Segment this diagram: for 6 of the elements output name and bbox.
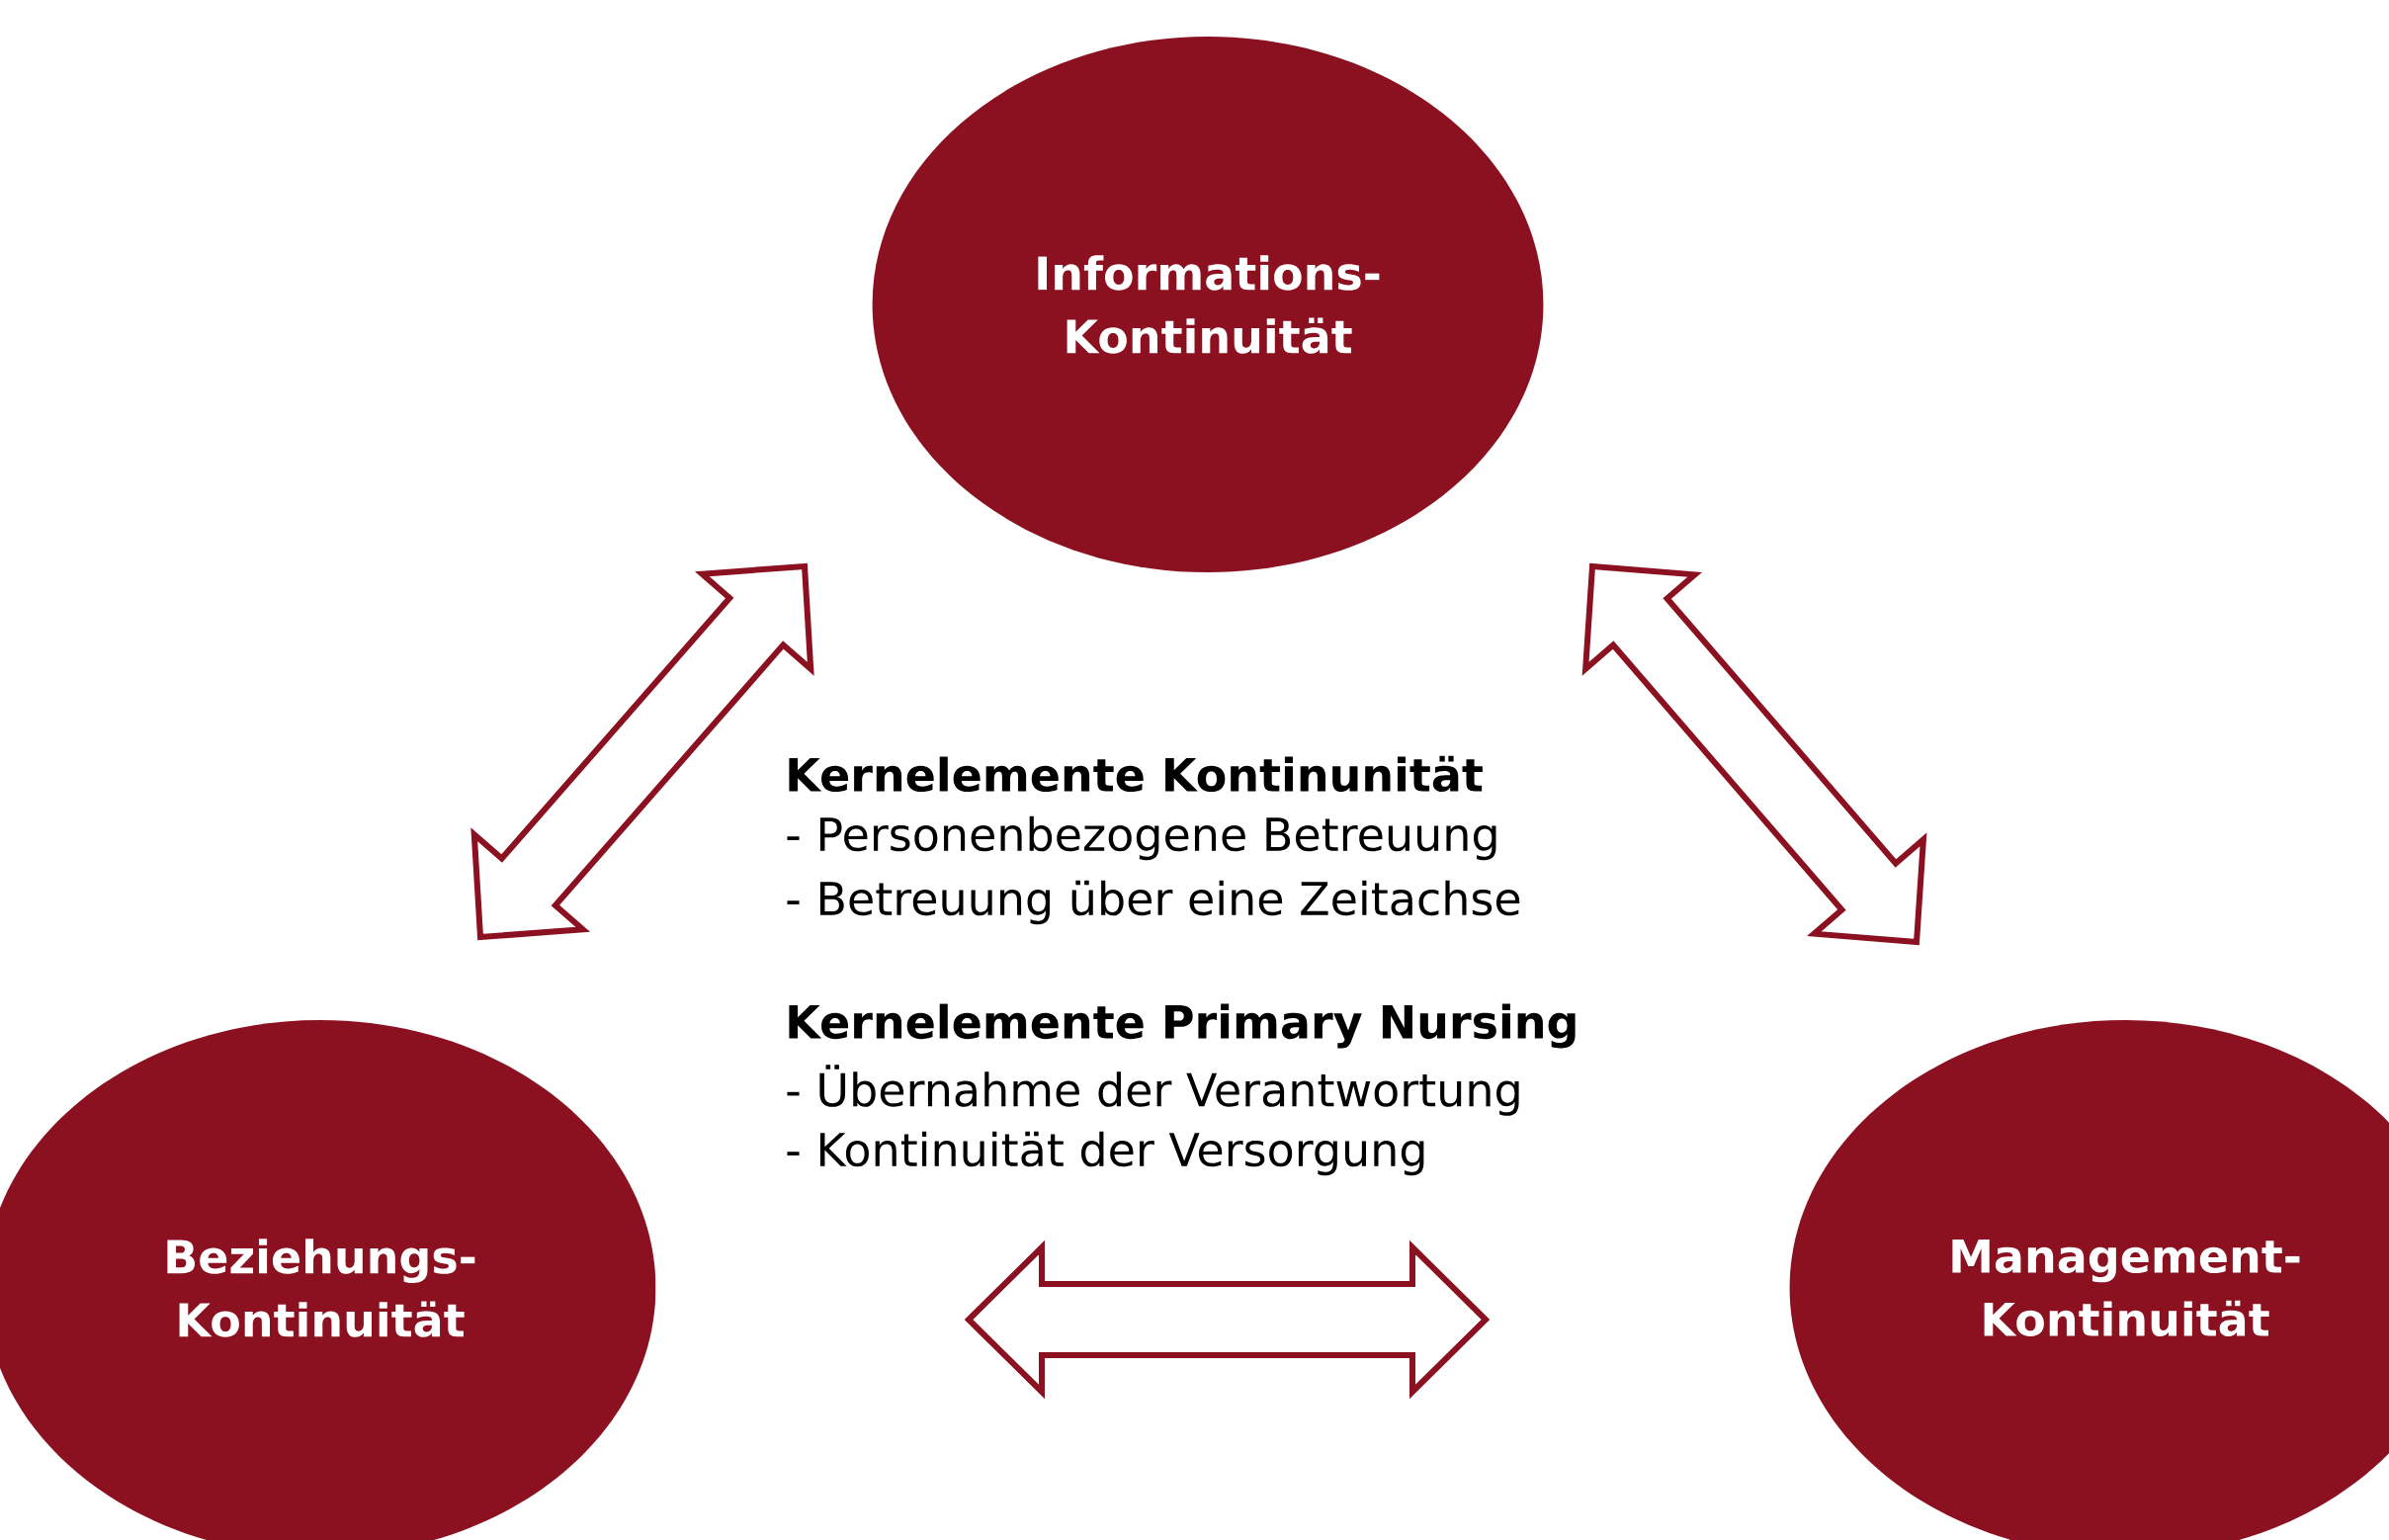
heading-text: Kernelemente Primary Nursing — [789, 1003, 1576, 1049]
heading-text: Kernelemente Kontinunität — [789, 755, 1483, 793]
bullet-text: - Betreuung über eine Zeitachse — [787, 880, 1520, 925]
bullet-text: - Personenbezogene Betreuung — [787, 815, 1496, 861]
bullet-text: - Übernahme der Verantwortung — [787, 1065, 1519, 1116]
bullet-text: - Kontinuität der Versorgung — [787, 1131, 1424, 1176]
